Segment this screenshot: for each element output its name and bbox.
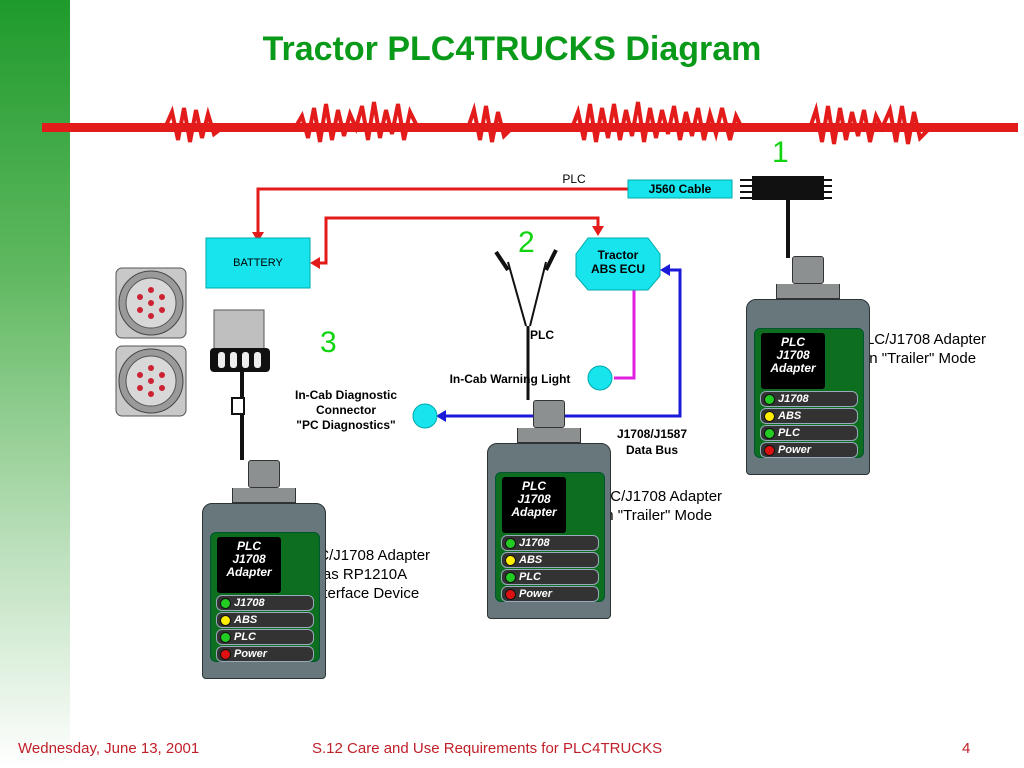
arrow-battery-right [310,257,320,269]
led-icon [505,538,516,549]
marker-2: 2 [518,226,535,259]
diagnostic-connector-icon [412,403,438,429]
led-row: Power [760,442,858,458]
led-row: Power [216,646,314,662]
warning-light-icon [587,365,613,391]
led-icon [220,632,231,643]
battery-box [205,237,311,289]
led-row: J1708 [760,391,858,407]
j560-box [627,179,733,199]
led-icon [764,428,775,439]
warning-light-wire [614,290,636,380]
arrow-diag-blue [436,410,446,422]
arrow-ecu [592,226,604,236]
marker-3: 3 [320,326,337,359]
noise-waves [163,101,932,145]
led-row: PLC [760,425,858,441]
led-icon [220,598,231,609]
footer-page-number: 4 [962,740,971,757]
led-row: ABS [216,612,314,628]
round-connector-top [115,267,187,339]
plc-mid-label: PLC [530,328,554,342]
led-icon [505,555,516,566]
led-icon [764,394,775,405]
led-icon [505,572,516,583]
plc-wire-mid [318,216,600,265]
led-row: ABS [760,408,858,424]
j560-connector [752,176,824,200]
adapter-plug [792,256,824,284]
round-connector-bottom [115,345,187,417]
footer-center: S.12 Care and Use Requirements for PLC4T… [312,740,663,757]
slide-title: Tractor PLC4TRUCKS Diagram [262,30,762,68]
adapter-plug [533,400,565,428]
data-bus-wire [440,268,682,418]
led-row: J1708 [216,595,314,611]
probe-cable [494,249,558,400]
j560-label: J560 Cable [648,182,712,196]
abs-ecu-box [575,237,661,291]
led-icon [220,649,231,660]
arrow-ecu-blue [660,264,670,276]
led-icon [764,411,775,422]
footer-date: Wednesday, June 13, 2001 [18,740,200,757]
led-row: J1708 [501,535,599,551]
led-icon [505,589,516,600]
arrow-battery-top [252,232,264,242]
battery-label: BATTERY [233,257,283,269]
power-line-bar [42,123,1018,132]
warning-light-label: In-Cab Warning Light [449,372,571,386]
led-icon [220,615,231,626]
cable-clip [231,397,245,415]
marker-1: 1 [772,136,789,169]
diagnostic-plug [210,309,270,372]
adapter-plug [248,460,280,488]
led-row: PLC [216,629,314,645]
plc-top-label: PLC [562,172,586,186]
connector-pins [740,179,832,199]
led-row: PLC [501,569,599,585]
plc-wire-top [256,187,628,236]
led-icon [764,445,775,456]
led-row: ABS [501,552,599,568]
led-row: Power [501,586,599,602]
